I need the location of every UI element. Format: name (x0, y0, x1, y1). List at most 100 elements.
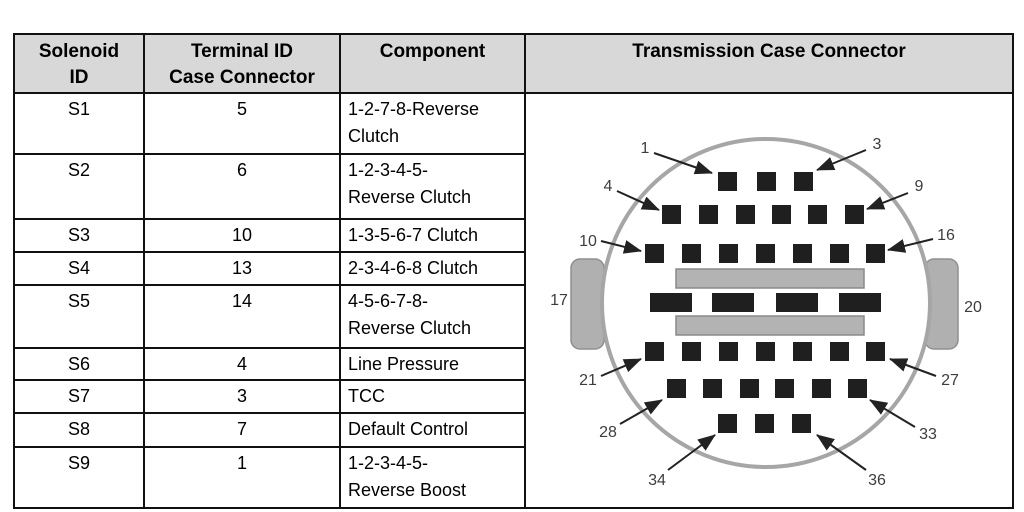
keyway-bar-top (675, 268, 865, 289)
component-cell: Default Control (339, 412, 526, 448)
solenoid-id-cell: S3 (13, 218, 145, 254)
pin-row-10-to-16 (645, 244, 885, 263)
solenoid-id-cell: S5 (13, 283, 145, 349)
solenoid-id-cell: S2 (13, 153, 145, 221)
connector-pin (793, 244, 812, 263)
connector-pin (794, 172, 813, 191)
arrow-pin10 (600, 240, 642, 254)
connector-pin (682, 342, 701, 361)
solenoid-id-cell: S8 (13, 412, 145, 448)
connector-pin (772, 205, 791, 224)
arrow-pin36 (816, 434, 867, 471)
pin-label-4: 4 (604, 178, 613, 195)
pin-label-27: 27 (941, 372, 959, 389)
keyway-bar-bottom (675, 315, 865, 336)
table-row: S5 14 4-5-6-7-8- Reverse Clutch (13, 283, 1013, 349)
connector-pin (703, 379, 722, 398)
connector-pin (866, 244, 885, 263)
arrow-pin4 (616, 190, 660, 211)
connector-pin (645, 244, 664, 263)
transmission-connector-diagram: 1 3 4 9 10 16 17 20 21 27 28 33 (550, 136, 982, 489)
component-cell: Line Pressure (339, 346, 526, 382)
connector-pin (718, 414, 737, 433)
solenoid-id-cell: S4 (13, 251, 145, 286)
component-cell: 1-2-3-4-5- Reverse Boost (339, 445, 526, 510)
solenoid-id-cell: S1 (13, 91, 145, 156)
connector-pin (775, 379, 794, 398)
connector-pin (812, 379, 831, 398)
component-cell: 1-2-3-4-5- Reverse Clutch (339, 153, 526, 221)
arrow-pin28 (619, 399, 663, 425)
table-row: S9 1 1-2-3-4-5- Reverse Boost (13, 445, 1013, 510)
solenoid-connector-table: Solenoid ID Terminal ID Case Connector C… (13, 33, 1014, 510)
component-cell: 1-2-7-8-Reverse Clutch (339, 91, 526, 156)
component-cell: 2-3-4-6-8 Clutch (339, 251, 526, 286)
pin-label-28: 28 (599, 424, 617, 441)
connector-diagram-cell: 1 3 4 9 10 16 17 20 21 27 28 33 (524, 92, 1014, 509)
connector-pin (718, 172, 737, 191)
terminal-id-cell: 6 (143, 153, 341, 221)
table-row: S1 5 1-2-7-8-Reverse Clutch (13, 91, 1014, 509)
connector-pin (682, 244, 701, 263)
connector-pin-wide (839, 293, 881, 312)
connector-pin (830, 342, 849, 361)
pin-row-1-to-3 (718, 172, 813, 191)
pin-label-3: 3 (873, 136, 882, 153)
terminal-id-cell: 14 (143, 283, 341, 349)
col-header-solenoid-id: Solenoid ID (13, 33, 145, 94)
component-cell: 1-3-5-6-7 Clutch (339, 218, 526, 254)
pin-label-10: 10 (579, 233, 597, 250)
arrow-pin21 (600, 358, 642, 377)
terminal-id-cell: 3 (143, 379, 341, 415)
connector-pin (756, 342, 775, 361)
connector-pin (848, 379, 867, 398)
terminal-id-cell: 10 (143, 218, 341, 254)
pin-label-17: 17 (550, 292, 568, 309)
terminal-id-cell: 7 (143, 412, 341, 448)
pin-row-34-to-36 (718, 414, 811, 433)
pin-label-21: 21 (579, 372, 597, 389)
col-header-connector: Transmission Case Connector (524, 33, 1014, 94)
connector-pin (719, 342, 738, 361)
col-header-component: Component (339, 33, 526, 94)
terminal-id-cell: 5 (143, 91, 341, 156)
connector-pin (755, 414, 774, 433)
connector-pin-wide (776, 293, 818, 312)
callout-labels: 1 3 4 9 10 16 17 20 21 27 28 33 (550, 136, 982, 489)
pin-label-20: 20 (964, 299, 982, 316)
table-row: S3 10 1-3-5-6-7 Clutch (13, 218, 1013, 254)
solenoid-id-cell: S9 (13, 445, 145, 510)
component-cell: TCC (339, 379, 526, 415)
connector-pin (793, 342, 812, 361)
arrow-pin9 (866, 192, 909, 210)
connector-pin (645, 342, 664, 361)
table-row: S7 3 TCC (13, 379, 1013, 415)
solenoid-id-cell: S6 (13, 346, 145, 382)
connector-pin (667, 379, 686, 398)
arrow-pin3 (816, 149, 867, 171)
connector-pin (699, 205, 718, 224)
connector-pin (719, 244, 738, 263)
pin-row-28-to-33 (667, 379, 867, 398)
arrow-pin1 (653, 152, 713, 175)
connector-pin (830, 244, 849, 263)
pin-label-9: 9 (915, 178, 924, 195)
pin-row-17-to-20 (650, 293, 881, 312)
header-row: Solenoid ID Terminal ID Case Connector C… (13, 33, 1014, 94)
pin-label-36: 36 (868, 472, 886, 489)
connector-pin-wide (650, 293, 692, 312)
arrow-pin16 (887, 238, 934, 253)
arrow-pin34 (667, 434, 716, 471)
solenoid-id-cell: S7 (13, 379, 145, 415)
connector-pin (740, 379, 759, 398)
arrow-pin27 (889, 358, 937, 377)
connector-pin (866, 342, 885, 361)
connector-side-tabs (570, 258, 959, 350)
connector-pin (736, 205, 755, 224)
pin-label-1: 1 (641, 140, 650, 157)
table-row: S8 7 Default Control (13, 412, 1013, 448)
pin-label-33: 33 (919, 426, 937, 443)
table-row: S2 6 1-2-3-4-5- Reverse Clutch (13, 153, 1013, 221)
connector-pin (662, 205, 681, 224)
